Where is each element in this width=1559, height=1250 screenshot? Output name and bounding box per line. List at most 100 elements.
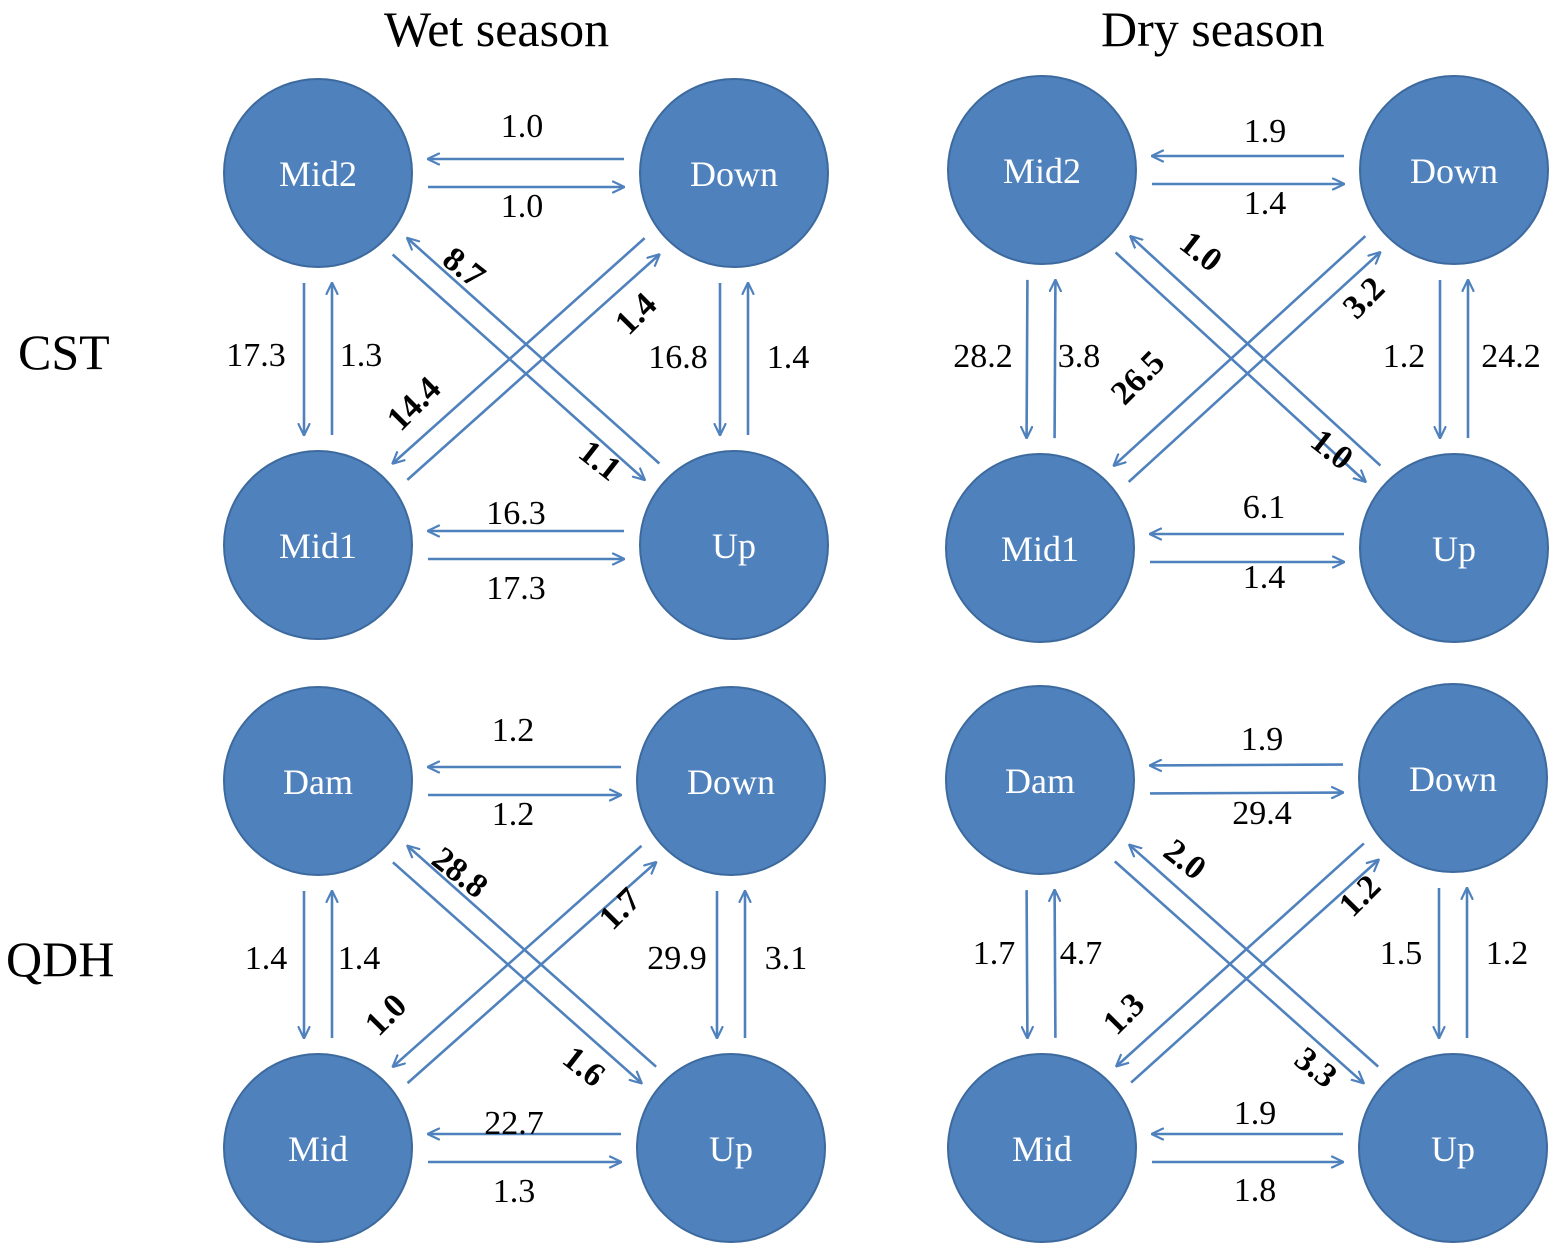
- node-qdh-dry-tl: [945, 685, 1135, 875]
- node-label-cst-dry-tr: Down: [1410, 151, 1498, 191]
- node-label-qdh-wet-tl: Dam: [283, 762, 353, 802]
- node-label-qdh-dry-tr: Down: [1409, 759, 1497, 799]
- flow-value-cst-dry-bl_tl: 3.8: [1058, 338, 1101, 375]
- flow-value-cst-wet-tr_tl: 1.0: [501, 188, 544, 225]
- flow-value-cst-wet-bl_tl: 1.3: [340, 337, 383, 374]
- flow-value-cst-wet-tl_tr: 1.0: [501, 108, 544, 145]
- flow-value-qdh-wet-tr_tl: 1.2: [492, 796, 535, 833]
- row-label-qdh: QDH: [6, 931, 115, 987]
- node-label-qdh-wet-br: Up: [709, 1129, 753, 1169]
- node-cst-dry-bl: [945, 453, 1135, 643]
- flow-value-cst-wet-br_tr: 1.4: [767, 339, 810, 376]
- flow-value-qdh-wet-bl_tr: 1.7: [592, 881, 648, 937]
- flow-arrow-cst-dry-tl_br: [1114, 251, 1366, 481]
- flow-value-qdh-dry-tl_br: 2.0: [1157, 832, 1213, 887]
- flow-value-cst-dry-br_tr: 24.2: [1481, 338, 1541, 375]
- flow-arrow-cst-dry-bl_tr: [1127, 252, 1381, 483]
- flow-value-qdh-wet-br_tr: 3.1: [765, 940, 808, 977]
- flow-value-qdh-wet-tl_tr: 1.2: [492, 712, 535, 749]
- node-qdh-dry-br: [1358, 1053, 1548, 1243]
- flow-arrow-cst-wet-tl_br: [391, 253, 645, 480]
- node-label-cst-wet-bl: Mid1: [279, 526, 357, 566]
- flow-arrow-qdh-dry-tl_bl: [1027, 890, 1028, 1038]
- node-qdh-wet-tl: [223, 686, 413, 876]
- node-label-cst-dry-br: Up: [1432, 529, 1476, 569]
- flow-value-qdh-dry-tr_br: 1.5: [1380, 935, 1423, 972]
- flow-arrow-qdh-wet-tl_br: [392, 861, 642, 1083]
- flow-value-qdh-wet-tl_bl: 1.4: [245, 940, 288, 977]
- flow-value-qdh-wet-tr_bl: 1.0: [358, 987, 414, 1043]
- flow-arrow-qdh-dry-bl_tl: [1055, 890, 1056, 1038]
- flow-value-qdh-dry-br_tr: 1.2: [1486, 935, 1529, 972]
- flow-value-cst-dry-tl_br: 1.0: [1173, 224, 1229, 279]
- flow-value-qdh-dry-bl_tr: 1.2: [1332, 868, 1388, 924]
- flow-value-qdh-wet-bl_br: 22.7: [484, 1105, 544, 1142]
- node-label-cst-wet-tr: Down: [690, 154, 778, 194]
- title-dry-season: Dry season: [1101, 1, 1325, 57]
- flow-value-cst-dry-tr_bl: 26.5: [1104, 344, 1172, 412]
- flow-arrow-cst-wet-tr_bl: [393, 237, 646, 463]
- flow-arrow-cst-wet-bl_tr: [406, 255, 659, 481]
- node-qdh-wet-bl: [223, 1053, 413, 1243]
- flow-value-qdh-wet-br_tl: 1.6: [556, 1039, 612, 1094]
- node-cst-dry-tl: [947, 75, 1137, 265]
- title-wet-season: Wet season: [384, 1, 610, 57]
- node-qdh-wet-tr: [636, 686, 826, 876]
- flow-value-cst-wet-bl_br: 16.3: [486, 495, 546, 532]
- flow-arrow-qdh-dry-bl_tr: [1130, 860, 1378, 1084]
- node-cst-dry-tr: [1359, 75, 1549, 265]
- flow-arrow-cst-dry-bl_tl: [1055, 280, 1056, 439]
- flow-arrow-qdh-wet-bl_tr: [406, 862, 657, 1085]
- node-cst-wet-tr: [639, 78, 829, 268]
- node-label-qdh-dry-br: Up: [1431, 1129, 1475, 1169]
- node-label-qdh-dry-tl: Dam: [1005, 761, 1075, 801]
- node-label-cst-wet-tl: Mid2: [279, 154, 357, 194]
- flow-value-qdh-dry-tr_bl: 1.3: [1096, 986, 1152, 1042]
- node-label-cst-dry-bl: Mid1: [1001, 529, 1079, 569]
- flow-value-cst-dry-tl_bl: 28.2: [953, 338, 1013, 375]
- flow-value-cst-dry-bl_tr: 3.2: [1336, 270, 1392, 326]
- flow-arrow-qdh-dry-tl_br: [1113, 860, 1364, 1083]
- node-cst-wet-tl: [223, 78, 413, 268]
- flow-value-cst-wet-tr_br: 16.8: [648, 339, 708, 376]
- flow-value-qdh-wet-tl_br: 28.8: [425, 840, 495, 906]
- flow-value-qdh-dry-br_tl: 3.3: [1288, 1040, 1344, 1095]
- node-qdh-wet-br: [636, 1053, 826, 1243]
- flow-arrow-qdh-dry-br_tl: [1129, 845, 1380, 1068]
- flow-arrow-qdh-wet-br_tl: [408, 846, 657, 1068]
- node-label-qdh-dry-bl: Mid: [1012, 1129, 1072, 1169]
- flow-value-cst-dry-tl_tr: 1.9: [1244, 113, 1287, 150]
- flow-value-cst-wet-br_bl: 17.3: [486, 570, 546, 607]
- node-cst-wet-bl: [223, 450, 413, 640]
- flow-value-qdh-dry-tr_tl: 29.4: [1232, 795, 1292, 832]
- flow-value-cst-wet-tl_br: 8.7: [436, 240, 492, 295]
- flow-value-qdh-dry-tl_tr: 1.9: [1241, 721, 1284, 758]
- flow-value-cst-wet-tl_bl: 17.3: [226, 337, 286, 374]
- node-label-qdh-wet-bl: Mid: [288, 1129, 348, 1169]
- node-qdh-dry-bl: [947, 1053, 1137, 1243]
- flow-value-cst-dry-br_bl: 1.4: [1243, 559, 1286, 596]
- flow-arrow-qdh-dry-tr_bl: [1116, 842, 1365, 1066]
- flow-arrow-cst-dry-tl_bl: [1027, 279, 1028, 438]
- node-cst-wet-br: [639, 450, 829, 640]
- flow-value-cst-dry-tr_br: 1.2: [1383, 338, 1426, 375]
- flow-value-cst-dry-tr_tl: 1.4: [1244, 185, 1287, 222]
- flow-value-qdh-dry-bl_tl: 4.7: [1060, 935, 1103, 972]
- flow-arrow-cst-dry-tr_bl: [1114, 235, 1367, 466]
- flow-arrow-qdh-wet-tr_bl: [393, 844, 643, 1067]
- flow-value-cst-dry-bl_br: 6.1: [1243, 489, 1286, 526]
- flow-value-qdh-wet-bl_tl: 1.4: [338, 940, 381, 977]
- node-qdh-dry-tr: [1358, 683, 1548, 873]
- flow-value-qdh-wet-br_bl: 1.3: [493, 1173, 536, 1210]
- row-label-cst: CST: [18, 324, 110, 380]
- flow-value-qdh-dry-bl_br: 1.9: [1234, 1095, 1277, 1132]
- node-cst-dry-br: [1359, 453, 1549, 643]
- flow-value-qdh-wet-tr_br: 29.9: [647, 940, 707, 977]
- node-label-cst-dry-tl: Mid2: [1003, 151, 1081, 191]
- flow-value-qdh-dry-br_bl: 1.8: [1234, 1172, 1277, 1209]
- flow-value-qdh-dry-tl_bl: 1.7: [973, 935, 1016, 972]
- flow-value-cst-wet-br_tl: 1.1: [572, 433, 628, 488]
- flow-arrow-qdh-dry-tr_tl: [1150, 765, 1343, 766]
- node-label-cst-wet-br: Up: [712, 526, 756, 566]
